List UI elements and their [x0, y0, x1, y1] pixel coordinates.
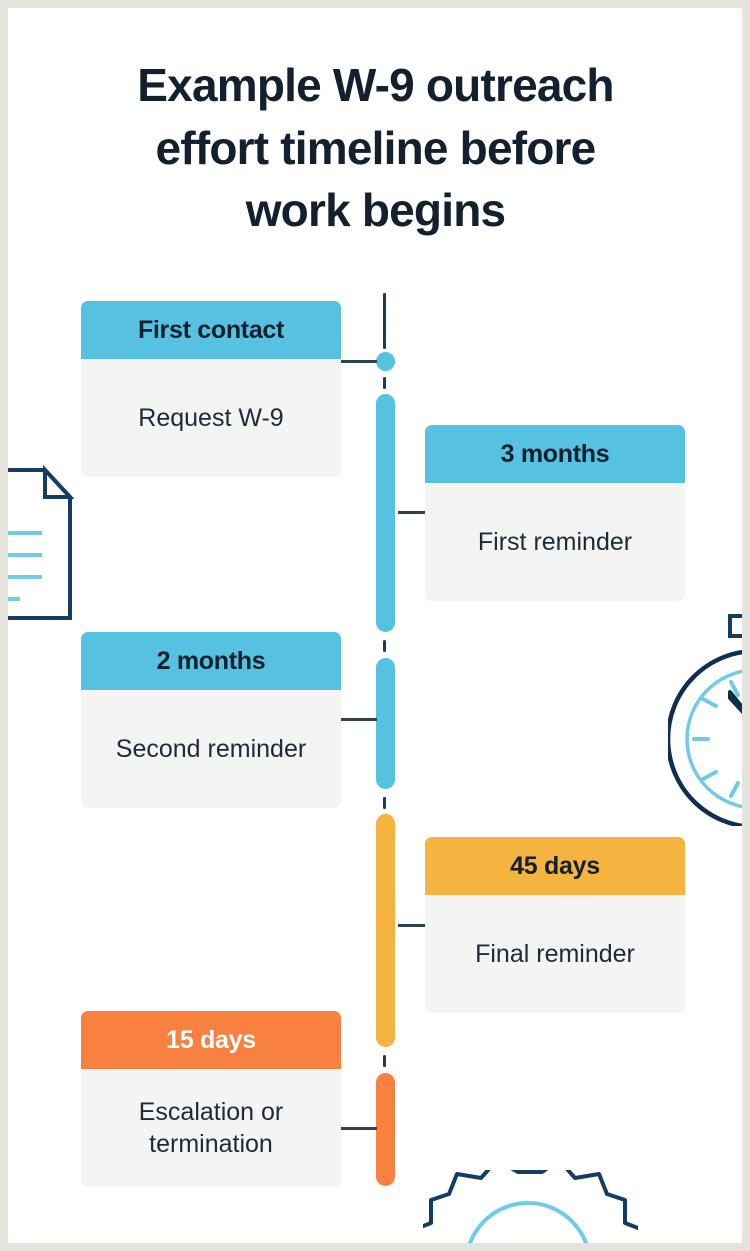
timeline-card-forty-five-days[interactable]: 45 days Final reminder	[425, 837, 685, 1013]
page-title-line-2: effort timeline before	[155, 121, 597, 174]
spine-marker-bar-forty-five-days	[376, 814, 395, 1047]
timeline-card-header-label: 2 months	[156, 646, 266, 675]
timeline-card-body-three-months: First reminder	[425, 483, 685, 601]
page-title-line-3: work begins	[245, 184, 506, 237]
spine-marker-bar-fifteen-days	[376, 1073, 395, 1186]
page-title-line-1: Example W-9 outreach	[137, 59, 614, 111]
timeline-card-header-two-months: 2 months	[81, 632, 341, 690]
timeline-card-fifteen-days[interactable]: 15 days Escalation or termination	[81, 1011, 341, 1187]
spine-marker-bar-two-months	[376, 658, 395, 789]
connector-fifteen-days	[341, 1127, 377, 1130]
document-icon	[8, 464, 75, 620]
connector-forty-five-days	[398, 924, 426, 927]
timeline-card-body-fifteen-days: Escalation or termination	[81, 1069, 341, 1187]
page-title: Example W-9 outreach effort timeline bef…	[63, 54, 688, 242]
timeline-card-body-label: First reminder	[477, 528, 633, 556]
timeline-card-header-label: 45 days	[510, 851, 600, 880]
spine-marker-dot-first-contact	[376, 352, 395, 371]
timeline-card-first-contact[interactable]: First contact Request W-9	[81, 301, 341, 477]
spine-marker-bar-three-months	[376, 394, 395, 632]
timeline-card-header-forty-five-days: 45 days	[425, 837, 685, 895]
timeline-card-body-two-months: Second reminder	[81, 690, 341, 808]
connector-first-contact	[341, 360, 377, 363]
spine-dash-4	[383, 1055, 386, 1067]
timeline-card-header-label: 15 days	[166, 1025, 256, 1054]
timeline-card-header-label: 3 months	[500, 439, 610, 468]
timeline-card-two-months[interactable]: 2 months Second reminder	[81, 632, 341, 808]
timeline-card-body-first-contact: Request W-9	[81, 359, 341, 477]
spine-dash-3	[383, 797, 386, 809]
connector-three-months	[398, 511, 426, 514]
connector-two-months	[341, 718, 377, 721]
timeline-card-three-months[interactable]: 3 months First reminder	[425, 425, 685, 601]
timeline-card-body-label: Second reminder	[115, 735, 307, 763]
stopwatch-icon	[668, 614, 742, 826]
timeline-card-header-label: First contact	[137, 315, 285, 344]
timeline-card-body-label: Escalation or termination	[138, 1098, 284, 1158]
timeline-card-header-three-months: 3 months	[425, 425, 685, 483]
timeline-card-body-label: Final reminder	[475, 940, 635, 968]
timeline-card-header-first-contact: First contact	[81, 301, 341, 359]
timeline-card-body-label: Request W-9	[138, 404, 284, 432]
timeline-card-header-fifteen-days: 15 days	[81, 1011, 341, 1069]
spine-top-line	[383, 293, 386, 349]
gear-icon	[423, 1170, 638, 1243]
timeline-card-body-forty-five-days: Final reminder	[425, 895, 685, 1013]
spine-dash-2	[383, 640, 386, 652]
spine-dash-1	[383, 377, 386, 389]
